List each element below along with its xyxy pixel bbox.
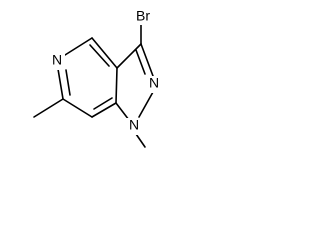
- bond-c7-c7a-inner: [93, 97, 113, 110]
- bond-c6-methyl: [33, 98, 64, 118]
- bonds: [33, 23, 154, 148]
- br-label-bg: [131, 9, 155, 25]
- pyridine-nitrogen-label: N: [52, 52, 62, 68]
- n2-pyrazole-label-bg: [146, 76, 162, 93]
- bromine-label: Br: [136, 8, 150, 24]
- bond-c4-n5: [64, 37, 93, 56]
- n-pyridine-label-bg: [49, 53, 65, 70]
- bond-n2-n1: [138, 91, 154, 118]
- bond-c6-c7: [62, 98, 93, 118]
- bond-c3a-c7a: [115, 67, 118, 104]
- bond-c3-c3a: [116, 43, 142, 69]
- chemical-structure: Br N N N: [33, 8, 162, 148]
- pyrazole-n1-label: N: [129, 117, 139, 133]
- bond-n5-c6: [57, 68, 64, 100]
- n1-pyrazole-label-bg: [126, 118, 142, 135]
- bond-c3a-c4-inner: [89, 44, 110, 67]
- bond-c3-n2-inner: [135, 49, 146, 75]
- bond-n5-c6-inner: [65, 69, 71, 96]
- atom-labels: Br N N N: [49, 8, 162, 135]
- bond-n1-methyl: [135, 133, 146, 148]
- bond-c7-c7a: [91, 102, 117, 118]
- bond-c3-n2: [140, 43, 154, 77]
- pyrazole-n2-label: N: [149, 75, 159, 91]
- bond-c3a-c4: [91, 37, 118, 69]
- bond-n1-c7a: [115, 102, 130, 121]
